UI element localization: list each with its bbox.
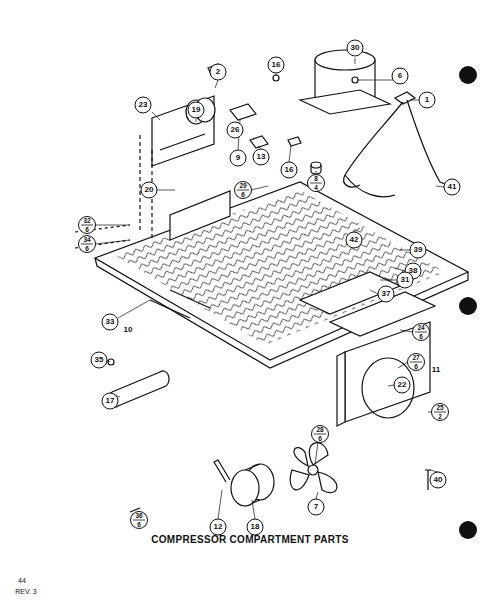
callout-circle xyxy=(308,499,324,515)
callout-number: 36 xyxy=(135,513,142,520)
callout-circle xyxy=(394,377,410,393)
callout-number: 10 xyxy=(124,326,133,334)
callout-circle xyxy=(419,92,435,108)
callout-circle xyxy=(235,182,252,199)
callout-number: 26 xyxy=(231,126,240,134)
callout-circle xyxy=(79,236,96,253)
callout-number: 31 xyxy=(401,276,410,284)
callout-number: 13 xyxy=(257,153,266,161)
callout-circle xyxy=(131,512,148,529)
callout-number: 37 xyxy=(382,290,391,298)
caption: COMPRESSOR COMPARTMENT PARTS xyxy=(151,535,348,545)
callout-circle xyxy=(102,314,118,330)
callout-number: 6 xyxy=(419,333,423,340)
callout-number: 6 xyxy=(137,521,141,528)
callout-circle xyxy=(91,352,107,368)
callout-number: 2 xyxy=(216,68,220,76)
callout-number: 6 xyxy=(398,72,402,80)
callout-number: 17 xyxy=(106,397,115,405)
callout-number: 20 xyxy=(145,186,154,194)
callout-number: 34 xyxy=(83,237,90,244)
callout-number: 12 xyxy=(214,523,223,531)
callout-number: 29 xyxy=(239,183,246,190)
callout-number: 7 xyxy=(314,503,318,511)
leader-lines xyxy=(95,58,444,520)
callout-circle xyxy=(392,68,408,84)
sheet-note: 44 xyxy=(18,577,26,584)
callout-circle xyxy=(102,393,118,409)
callout-number: 6 xyxy=(318,435,322,442)
callout-number: 6 xyxy=(414,363,418,370)
callout-circle xyxy=(430,472,446,488)
callout-number: 24 xyxy=(417,325,424,332)
sheet-note: REV. 3 xyxy=(15,588,37,595)
callout-number: 6 xyxy=(241,191,245,198)
callout-number: 33 xyxy=(106,318,115,326)
callout-circle xyxy=(253,149,269,165)
callout-circle xyxy=(210,519,226,535)
callout-number: 18 xyxy=(251,523,260,531)
callout-number: 9 xyxy=(236,154,240,162)
callout-circle xyxy=(268,57,284,73)
callout-circle xyxy=(408,354,425,371)
callout-number: 2 xyxy=(438,413,442,420)
callout-number: 42 xyxy=(350,236,359,244)
callout-circle xyxy=(227,122,243,138)
callout-number: 40 xyxy=(434,476,443,484)
callout-number: 11 xyxy=(432,366,440,374)
callout-circle xyxy=(347,40,363,56)
callout-number: 6 xyxy=(85,226,89,233)
callout-circle xyxy=(281,162,297,178)
callout-circle xyxy=(188,102,204,118)
callout-number: 6 xyxy=(85,245,89,252)
callout-circle xyxy=(410,242,426,258)
callout-number: 19 xyxy=(192,106,201,114)
callout-circle xyxy=(413,324,430,341)
registration-dots xyxy=(459,66,477,539)
callout-number: 16 xyxy=(285,166,294,174)
callout-circle xyxy=(432,404,449,421)
callout-number: 30 xyxy=(351,44,360,52)
callout-number: 22 xyxy=(398,381,407,389)
callout-number: 16 xyxy=(272,61,281,69)
callout-number: 39 xyxy=(414,246,423,254)
callout-circle xyxy=(141,182,157,198)
callout-circle xyxy=(247,519,263,535)
callout-number: 35 xyxy=(95,356,104,364)
callout-number: 23 xyxy=(139,101,148,109)
callout-number: 38 xyxy=(409,267,418,275)
callout-circle xyxy=(79,217,96,234)
callout-number: 41 xyxy=(448,183,457,191)
callout-number: 1 xyxy=(425,96,429,104)
callout-circle xyxy=(346,232,362,248)
callout-circle xyxy=(135,97,151,113)
callout-circle xyxy=(210,64,226,80)
callout-circle xyxy=(308,175,325,192)
callout-number: 4 xyxy=(314,184,318,191)
callout-number: 32 xyxy=(83,218,90,225)
callout-circle xyxy=(378,286,394,302)
callout-number: 27 xyxy=(412,355,419,362)
callout-number: 8 xyxy=(314,176,318,183)
callout-circle xyxy=(444,179,460,195)
callout-number: 28 xyxy=(316,427,323,434)
callout-number: 25 xyxy=(436,405,443,412)
callout-circle xyxy=(312,426,329,443)
callout-circle xyxy=(230,150,246,166)
